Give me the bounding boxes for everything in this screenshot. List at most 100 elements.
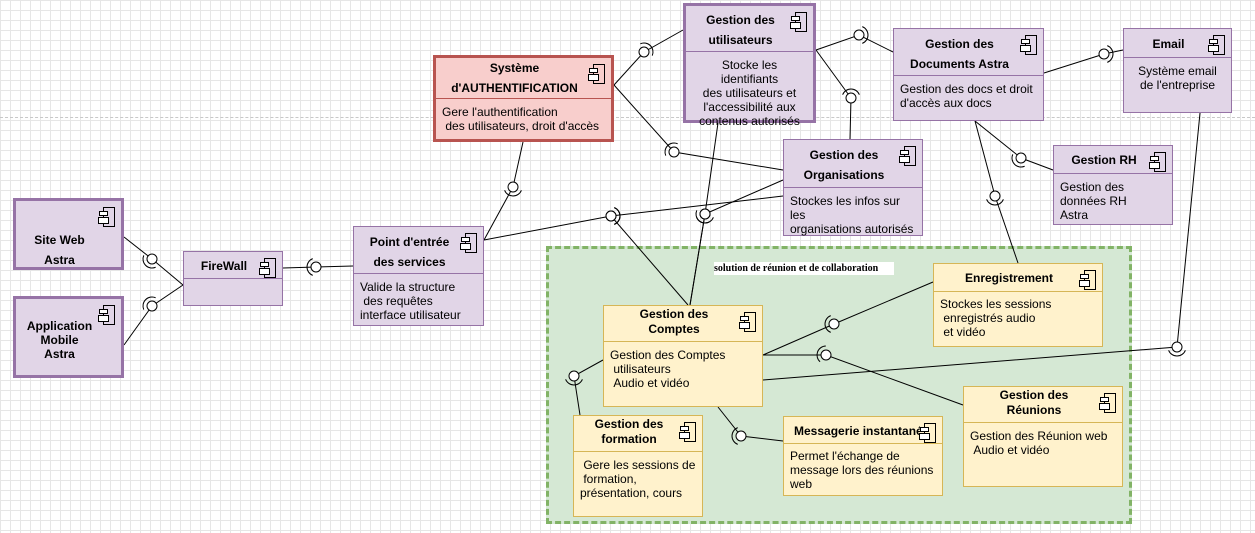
provided-interface-ball	[845, 92, 857, 104]
authentication-system-component[interactable]: Système d'AUTHENTIFICATION Gere l'authen…	[433, 55, 614, 142]
component-title: Gestion des Comptes	[639, 307, 709, 336]
gestion-organisations-component[interactable]: Gestion des Organisations Stockes les in…	[783, 139, 923, 236]
enregistrement-component[interactable]: Enregistrement Stockes les sessions enre…	[933, 263, 1103, 347]
application-mobile-component[interactable]: Application Mobile Astra	[13, 296, 124, 378]
site-web-astra-component[interactable]: Site Web Astra	[13, 198, 124, 270]
component-description: Stocke les identifiants des utilisateurs…	[699, 58, 800, 128]
provided-interface-ball	[735, 430, 747, 442]
component-separator	[934, 291, 1102, 292]
component-icon	[99, 207, 115, 227]
component-description: Stockes les sessions enregistrés audio e…	[940, 297, 1052, 339]
required-interface-socket	[842, 88, 860, 95]
component-icon	[260, 258, 276, 278]
component-separator	[784, 187, 922, 188]
component-icon	[99, 305, 115, 325]
gestion-rh-component[interactable]: Gestion RH Gestion des données RH Astra	[1053, 145, 1173, 225]
provided-interface-ball	[146, 253, 158, 265]
component-description: Stockes les infos sur les organisations …	[790, 194, 914, 236]
connector-comptes-reunions[interactable]	[763, 354, 964, 406]
connector-documents-email[interactable]	[1043, 49, 1124, 74]
connector-organisations-comptes[interactable]	[689, 179, 784, 306]
gestion-utilisateurs-component[interactable]: Gestion des utilisateurs Stocke les iden…	[683, 3, 816, 128]
component-description: Système email de l'entreprise	[1138, 64, 1217, 92]
required-interface-socket	[142, 296, 156, 310]
gestion-reunions-component[interactable]: Gestion des Réunions Gestion des Réunion…	[963, 386, 1123, 487]
component-description: Gere l'authentification des utilisateurs…	[442, 105, 600, 133]
required-interface-socket	[565, 379, 583, 386]
required-interface-socket	[731, 427, 738, 445]
component-icon	[461, 233, 477, 253]
provided-interface-ball	[568, 370, 580, 382]
provided-interface-ball	[507, 181, 519, 193]
required-interface-socket	[862, 26, 869, 44]
gestion-documents-component[interactable]: Gestion des Documents Astra Gestion des …	[893, 28, 1044, 121]
component-icon	[1021, 35, 1037, 55]
connector-comptes-formation[interactable]	[573, 359, 604, 416]
component-icon	[1209, 35, 1225, 55]
provided-interface-ball	[1171, 341, 1183, 353]
provided-interface-ball	[605, 210, 617, 222]
connector-entree-auth[interactable]	[483, 141, 524, 241]
connector-documents-rh[interactable]	[974, 120, 1054, 171]
component-title: Messagerie instantanée	[794, 424, 930, 438]
component-description: Gestion des Réunion web Audio et vidéo	[970, 429, 1108, 457]
provided-interface-ball	[638, 46, 650, 58]
component-description: Gestion des données RH Astra	[1060, 180, 1127, 222]
required-interface-socket	[142, 255, 156, 269]
gestion-comptes-component[interactable]: Gestion des Comptes Gestion des Comptes …	[603, 305, 763, 407]
required-interface-socket	[816, 345, 826, 363]
component-icon	[791, 12, 807, 32]
required-interface-socket	[824, 315, 831, 333]
connector-comptes-enregistrement[interactable]	[762, 281, 934, 356]
component-title: Gestion RH	[1071, 153, 1137, 167]
component-title: Gestion des utilisateurs	[706, 13, 775, 47]
provided-interface-ball	[1098, 48, 1110, 60]
required-interface-socket	[306, 258, 313, 276]
provided-interface-ball	[699, 208, 711, 220]
component-description: Gere les sessions de formation, présenta…	[580, 458, 696, 500]
connector-entree-comptes[interactable]	[610, 215, 689, 306]
component-description: Valide la structure des requêtes interfa…	[360, 280, 461, 322]
component-icon	[680, 422, 696, 442]
connector-utilisateurs-organisations[interactable]	[815, 49, 852, 140]
provided-interface-ball	[820, 349, 832, 361]
connector-entree-organisations[interactable]	[483, 195, 784, 241]
component-separator	[574, 451, 702, 452]
component-separator	[604, 341, 762, 342]
component-title: Point d'entrée des services	[369, 235, 450, 269]
component-title: Gestion des Documents Astra	[910, 37, 1009, 71]
gestion-formation-component[interactable]: Gestion des formation Gere les sessions …	[573, 415, 703, 517]
required-interface-socket	[1168, 350, 1186, 357]
provided-interface-ball	[310, 261, 322, 273]
provided-interface-ball	[989, 190, 1001, 202]
component-icon	[1100, 393, 1116, 413]
point-entree-services-component[interactable]: Point d'entrée des services Valide la st…	[353, 226, 484, 326]
component-separator	[436, 98, 611, 99]
required-interface-socket	[614, 207, 621, 225]
component-separator	[784, 443, 942, 444]
connectors	[123, 26, 1201, 445]
component-separator	[686, 51, 813, 52]
component-title: Système d'AUTHENTIFICATION	[451, 61, 578, 95]
connector-mobile-firewall[interactable]	[123, 284, 184, 346]
email-component[interactable]: Email Système email de l'entreprise	[1123, 28, 1232, 113]
required-interface-socket	[1107, 45, 1114, 63]
component-separator	[184, 278, 282, 279]
component-description: Permet l'échange de message lors des réu…	[790, 449, 934, 491]
component-icon	[900, 146, 916, 166]
connector-auth-utilisateurs[interactable]	[613, 29, 684, 86]
component-icon	[1080, 270, 1096, 290]
component-title: Gestion des Organisations	[803, 148, 885, 182]
component-title: Gestion des Réunions	[999, 388, 1069, 417]
component-separator	[1054, 173, 1172, 174]
component-title: Email	[1152, 37, 1185, 51]
required-interface-socket	[1011, 154, 1025, 168]
required-interface-socket	[664, 142, 678, 156]
component-description: Gestion des docs et droit d'accès aux do…	[900, 82, 1033, 110]
component-icon	[1150, 152, 1166, 172]
connector-comptes-messagerie[interactable]	[717, 406, 784, 442]
required-interface-socket	[986, 199, 1004, 206]
component-separator	[964, 422, 1122, 423]
firewall-component[interactable]: FireWall	[183, 251, 283, 306]
messagerie-instantanee-component[interactable]: Messagerie instantanée Permet l'échange …	[783, 416, 943, 496]
